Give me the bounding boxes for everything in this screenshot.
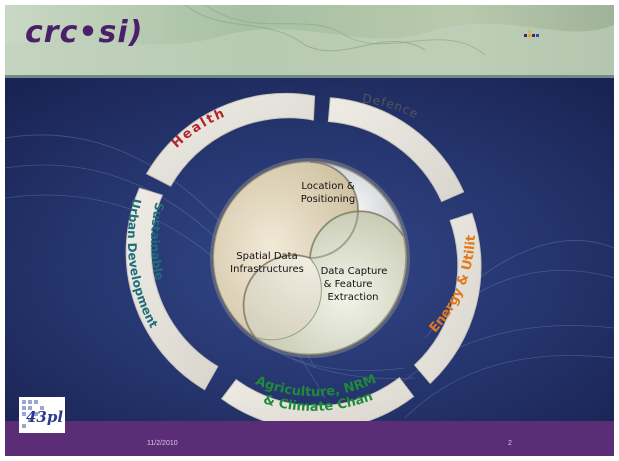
label-location-line2: Positioning bbox=[301, 194, 355, 205]
label-sdi-line2: Infrastructures bbox=[230, 264, 304, 275]
label-data-capture-line3: Extraction bbox=[327, 292, 378, 303]
segment-health[interactable] bbox=[145, 92, 316, 187]
header-banner bbox=[5, 5, 614, 78]
label-urban-line1: Sustainable bbox=[148, 201, 167, 281]
diagram: Health Defence Energy & Utilities Agricu… bbox=[5, 78, 614, 421]
segment-agriculture[interactable] bbox=[220, 377, 415, 421]
svg-text:43pl: 43pl bbox=[26, 408, 63, 426]
43pl-logo: 43pl bbox=[19, 397, 65, 433]
decorative-squares bbox=[524, 30, 539, 37]
footer-date: 11/2/2010 bbox=[147, 440, 178, 447]
label-sdi-line1: Spatial Data bbox=[236, 251, 297, 262]
footer-bar: 11/2/2010 2 bbox=[5, 421, 614, 456]
core-circle bbox=[210, 158, 410, 358]
slide: crc•si) bbox=[5, 5, 614, 456]
segment-urban[interactable] bbox=[125, 187, 219, 391]
page-number: 2 bbox=[508, 440, 512, 447]
logo-swoosh-icon: ) bbox=[128, 15, 144, 50]
crcsi-logo: crc•si) bbox=[25, 15, 144, 50]
label-data-capture-line2: & Feature bbox=[324, 279, 373, 290]
segment-defence[interactable] bbox=[327, 97, 465, 203]
outer-ring bbox=[125, 92, 482, 421]
label-location-line1: Location & bbox=[301, 181, 354, 192]
segment-energy[interactable] bbox=[413, 212, 482, 385]
label-data-capture-line1: Data Capture bbox=[321, 266, 388, 277]
